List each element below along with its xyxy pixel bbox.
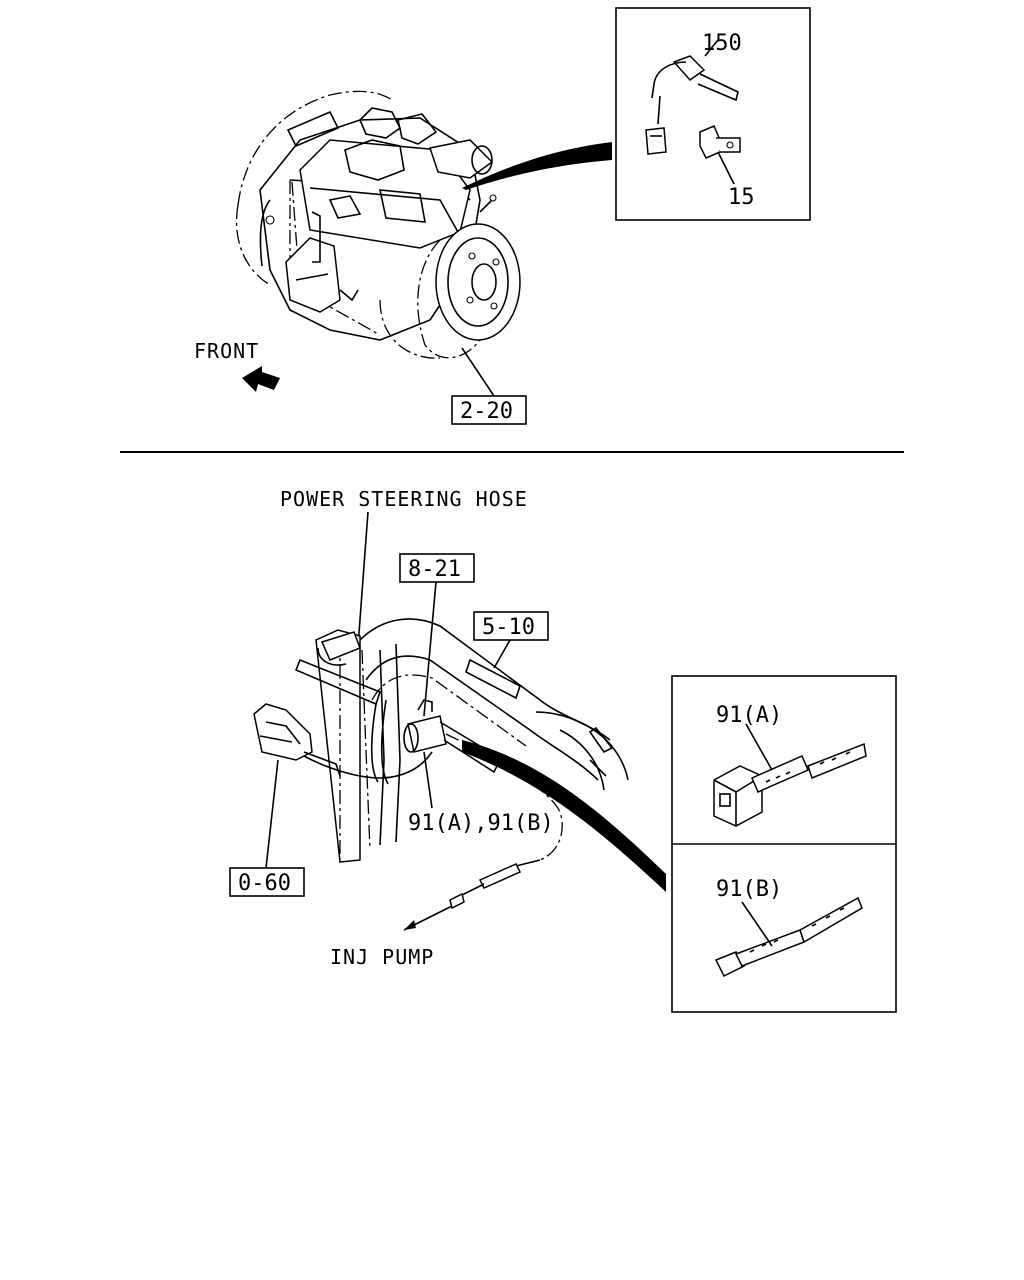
cable-tie-leader-wedge: [462, 740, 666, 892]
ref-box-8-21[interactable]: [399, 553, 475, 583]
power-steering-hose-label: POWER STEERING HOSE: [280, 487, 528, 511]
callout-15: 15: [728, 185, 755, 210]
front-arrow-icon: [242, 366, 280, 392]
sensor-detail-box: 150 15: [615, 7, 811, 221]
cable-tie-a-icon: [713, 742, 867, 827]
ref-box-0-60[interactable]: [229, 867, 305, 897]
sensor-switch-icon: [645, 55, 739, 155]
cable-tie-b-icon: [714, 896, 863, 978]
ref-2-20-label: 2-20: [460, 399, 513, 424]
inj-pump-label: INJ PUMP: [330, 945, 434, 969]
detail-91a-label: 91(A): [716, 703, 782, 728]
ref-0-60-label: 0-60: [238, 871, 291, 896]
callout-91ab: 91(A),91(B): [408, 811, 554, 836]
cable-tie-detail-box: 91(A) 91(B): [671, 675, 897, 1013]
pedal-bracket: [253, 703, 341, 777]
transmission-assembly: [235, 90, 521, 359]
clip-icon: [699, 125, 741, 159]
sensor-leader-wedge: [462, 142, 612, 190]
ref-8-21-label: 8-21: [408, 557, 461, 582]
ref-5-10-label: 5-10: [482, 615, 535, 640]
callout-150: 150: [702, 31, 742, 56]
ref-box-5-10[interactable]: [473, 611, 549, 641]
front-label: FRONT: [194, 339, 259, 363]
ref-box-2-20[interactable]: [451, 395, 527, 425]
detail-91b-label: 91(B): [716, 877, 782, 902]
